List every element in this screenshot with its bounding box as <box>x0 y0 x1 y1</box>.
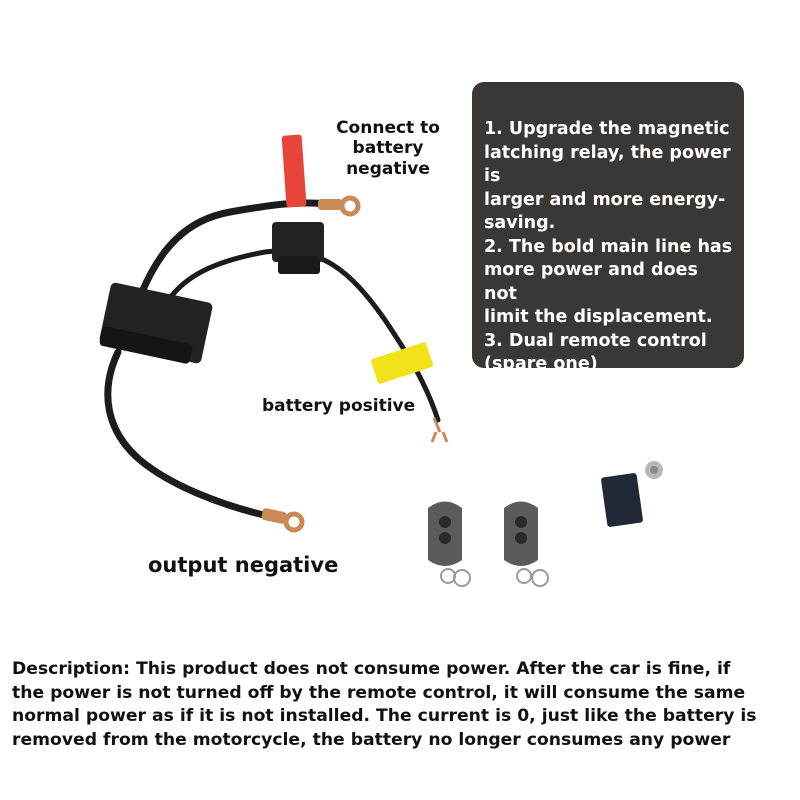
remote-control-2 <box>504 501 549 587</box>
fuse-holder <box>272 222 324 262</box>
negative-lug-ring <box>339 195 361 217</box>
yellow-tag <box>370 342 434 384</box>
feature-line: latching relay, the power is <box>484 142 731 187</box>
product-photo <box>99 134 663 587</box>
feature-info-panel: 1. Upgrade the magnetic latching relay, … <box>472 82 744 374</box>
feature-line: saving. <box>484 213 556 233</box>
label-battery-negative-line2: battery negative <box>346 138 430 179</box>
output-lug-sleeve <box>261 508 287 524</box>
feature-line: limit the displacement. <box>484 307 713 327</box>
remote-control-1 <box>428 501 471 587</box>
bolt-nut <box>645 461 663 479</box>
label-battery-positive: battery positive <box>262 396 416 416</box>
description-line: removed from the motorcycle, the battery… <box>12 729 731 750</box>
feature-line: (spare one) <box>484 354 598 374</box>
label-battery-negative-line1: Connect to <box>336 118 440 138</box>
description-line: Description: This product does not consu… <box>12 659 731 679</box>
cable-output-negative <box>104 348 272 520</box>
feature-line: 2. The bold main line has <box>484 236 733 257</box>
feature-line: larger and more energy- <box>484 189 726 210</box>
feature-line: more power and does not <box>484 260 698 304</box>
description-line: normal power as if it is not installed. … <box>12 706 757 726</box>
relay-box-side <box>99 326 193 364</box>
fuse-holder-base <box>278 256 320 274</box>
cable-battery-positive <box>167 248 441 423</box>
feature-line: 3. Dual remote control <box>484 330 707 351</box>
positive-fork-terminal <box>430 417 449 443</box>
label-output-negative: output negative <box>148 553 339 577</box>
label-battery-negative: Connect to battery negative <box>308 118 468 179</box>
product-description: Description: This product does not consu… <box>12 658 792 752</box>
spare-battery <box>601 473 643 527</box>
output-lug-ring <box>283 511 305 533</box>
description-line: the power is not turned off by the remot… <box>12 682 746 703</box>
red-tag <box>281 134 307 208</box>
feature-line: 1. Upgrade the magnetic <box>484 119 730 139</box>
negative-lug-sleeve <box>318 199 342 210</box>
